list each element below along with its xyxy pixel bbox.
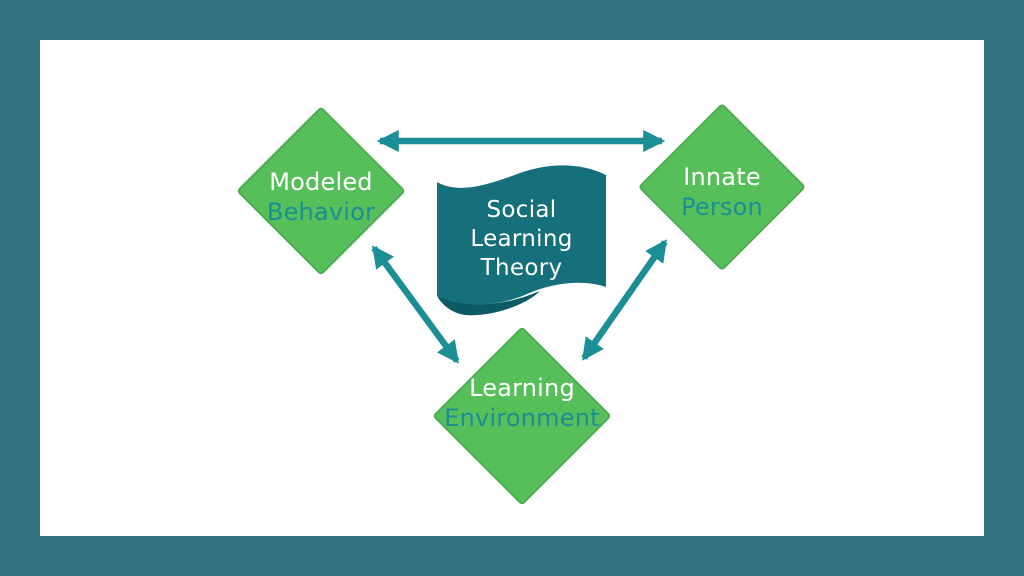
node-label-secondary: Environment — [444, 404, 600, 432]
node-label: Modeled Behavior — [236, 112, 406, 282]
flag-title-line: Theory — [480, 255, 563, 281]
flag-title-line: Learning — [470, 226, 573, 252]
node-label-primary: Learning — [469, 374, 575, 402]
flag-title: Social Learning Theory — [437, 178, 606, 301]
node-label-primary: Innate — [683, 163, 761, 191]
node-label: Learning Environment — [433, 312, 611, 494]
flag-title-line: Social — [486, 197, 557, 223]
node-label-secondary: Behavior — [266, 198, 376, 226]
node-label-secondary: Person — [681, 193, 763, 221]
node-label-primary: Modeled — [269, 168, 373, 196]
node-label: Innate Person — [638, 107, 806, 277]
node-innate-person: Innate Person — [637, 102, 807, 272]
node-learning-environment: Learning Environment — [432, 325, 612, 507]
node-modeled-behavior: Modeled Behavior — [236, 106, 406, 276]
